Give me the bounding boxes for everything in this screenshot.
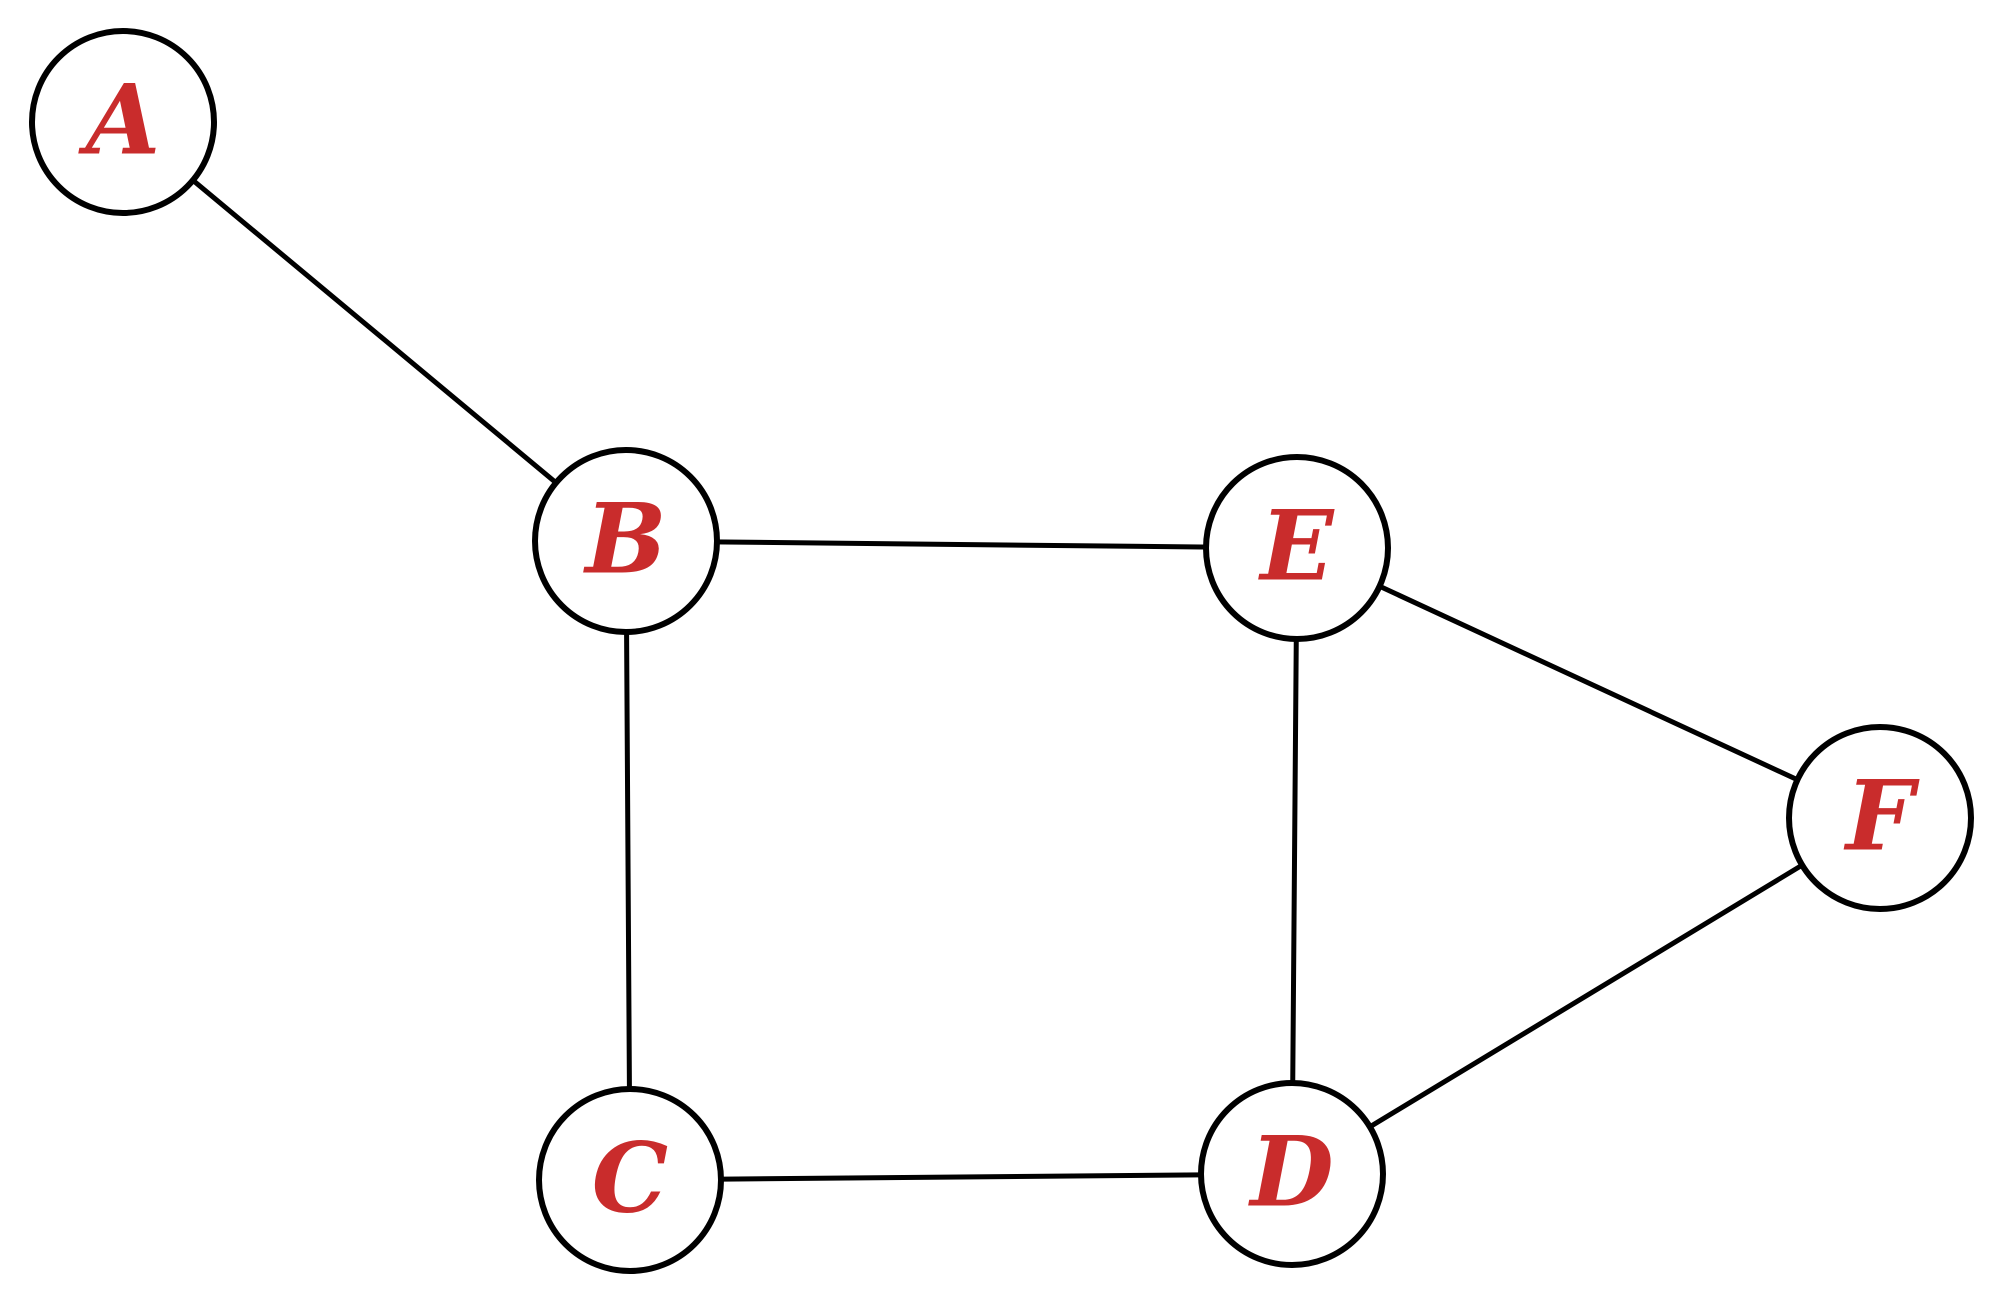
node-E: E (1203, 454, 1391, 642)
node-A-label: A (78, 64, 160, 177)
edge-B-C (623, 538, 633, 1183)
edge-D-F (1289, 815, 1883, 1177)
node-B: B (532, 447, 720, 635)
node-A: A (29, 28, 217, 216)
edge-E-F (1294, 545, 1883, 821)
node-E-label: E (1257, 490, 1335, 603)
node-F-label: F (1843, 760, 1920, 873)
edge-A-B (120, 119, 629, 544)
node-C-label: C (592, 1122, 668, 1235)
node-F: F (1786, 724, 1974, 912)
node-A-circle (29, 28, 217, 216)
node-D-circle (1198, 1080, 1386, 1268)
node-C-circle (536, 1086, 724, 1274)
node-C: C (536, 1086, 724, 1274)
node-F-circle (1786, 724, 1974, 912)
edge-B-E (623, 538, 1300, 551)
node-B-circle (532, 447, 720, 635)
node-D-label: D (1247, 1116, 1333, 1229)
node-E-circle (1203, 454, 1391, 642)
node-B-label: B (582, 483, 666, 596)
node-D: D (1198, 1080, 1386, 1268)
edge-E-D (1289, 545, 1300, 1177)
edge-C-D (627, 1171, 1295, 1183)
